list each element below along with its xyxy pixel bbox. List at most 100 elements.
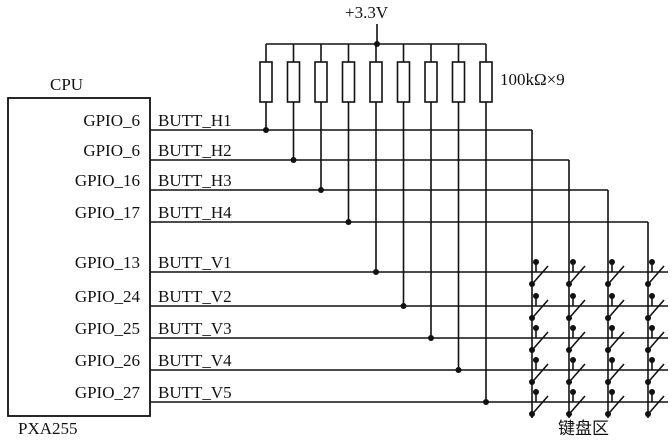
key-switch bbox=[645, 325, 665, 353]
switch-blade bbox=[533, 265, 549, 283]
resistor-array-label: 100kΩ×9 bbox=[500, 70, 565, 89]
key-switch bbox=[605, 389, 625, 417]
switch-contact bbox=[566, 281, 572, 287]
pin-label: GPIO_13 bbox=[75, 253, 140, 272]
switch-blade bbox=[570, 265, 586, 283]
switch-contact bbox=[529, 281, 535, 287]
switch-contact bbox=[566, 411, 572, 417]
cpu-title: CPU bbox=[50, 75, 83, 94]
signal-label: BUTT_H4 bbox=[158, 203, 232, 222]
supply-label: +3.3V bbox=[345, 3, 389, 22]
switch-blade bbox=[533, 363, 549, 381]
switch-blade bbox=[609, 331, 625, 349]
switch-blade bbox=[609, 363, 625, 381]
resistor-2 bbox=[286, 61, 301, 103]
switch-blade bbox=[533, 299, 549, 317]
switch-contact bbox=[605, 379, 611, 385]
switch-blade bbox=[570, 299, 586, 317]
signal-label: BUTT_V3 bbox=[158, 319, 232, 338]
switch-blade bbox=[533, 395, 549, 413]
switch-contact bbox=[566, 315, 572, 321]
pin-label: GPIO_24 bbox=[75, 287, 141, 306]
switch-blade bbox=[570, 331, 586, 349]
key-switch bbox=[605, 293, 625, 321]
switch-blade bbox=[609, 299, 625, 317]
column-junction bbox=[455, 367, 462, 373]
pin-label: GPIO_25 bbox=[75, 319, 140, 338]
signal-label: BUTT_V1 bbox=[158, 253, 232, 272]
key-switch bbox=[605, 259, 625, 287]
switch-contact bbox=[645, 281, 651, 287]
key-switch bbox=[605, 357, 625, 385]
signal-label: BUTT_H3 bbox=[158, 171, 232, 190]
key-switch bbox=[645, 293, 665, 321]
key-switch bbox=[645, 357, 665, 385]
key-switch bbox=[529, 293, 549, 321]
key-matrix bbox=[529, 259, 665, 417]
signal-label: BUTT_V5 bbox=[158, 383, 232, 402]
row-junction bbox=[290, 157, 297, 163]
switch-blade bbox=[609, 265, 625, 283]
cpu-block bbox=[7, 97, 151, 417]
column-junction bbox=[428, 335, 434, 341]
key-switch bbox=[605, 325, 625, 353]
resistor-4 bbox=[341, 61, 356, 103]
row-junction bbox=[345, 219, 352, 225]
switch-blade bbox=[649, 299, 665, 317]
keypad-area-label: 键盘区 bbox=[558, 419, 609, 438]
key-switch bbox=[529, 325, 549, 353]
supply-rail-group bbox=[266, 24, 486, 47]
switch-blade bbox=[609, 395, 625, 413]
resistor-7 bbox=[424, 61, 438, 103]
switch-contact bbox=[645, 315, 651, 321]
key-switch bbox=[529, 357, 549, 385]
pin-label: GPIO_17 bbox=[75, 203, 141, 222]
row-junction bbox=[318, 187, 324, 193]
pin-label: GPIO_26 bbox=[75, 351, 140, 370]
switch-blade bbox=[570, 363, 586, 381]
resistor-3 bbox=[314, 61, 328, 103]
switch-contact bbox=[605, 281, 611, 287]
key-switch bbox=[566, 259, 586, 287]
resistor-6 bbox=[396, 61, 411, 103]
switch-blade bbox=[649, 331, 665, 349]
resistor-5 bbox=[369, 61, 383, 103]
pin-label: GPIO_27 bbox=[75, 383, 141, 402]
switch-contact bbox=[566, 379, 572, 385]
signal-label: BUTT_V4 bbox=[158, 351, 232, 370]
switch-contact bbox=[645, 411, 651, 417]
switch-blade bbox=[649, 395, 665, 413]
resistor-array bbox=[259, 44, 493, 103]
switch-blade bbox=[649, 265, 665, 283]
signal-label: BUTT_H2 bbox=[158, 141, 232, 160]
switch-contact bbox=[605, 347, 611, 353]
key-switch bbox=[529, 259, 549, 287]
switch-contact bbox=[645, 347, 651, 353]
switch-contact bbox=[529, 347, 535, 353]
column-junction bbox=[400, 303, 407, 309]
key-switch bbox=[645, 259, 665, 287]
resistor-8 bbox=[451, 61, 466, 103]
switch-contact bbox=[605, 315, 611, 321]
pin-label: GPIO_6 bbox=[83, 111, 140, 130]
row-junction bbox=[263, 127, 269, 133]
resistor-1 bbox=[259, 61, 273, 103]
switch-blade bbox=[533, 331, 549, 349]
pin-label: GPIO_16 bbox=[75, 171, 140, 190]
key-switch bbox=[566, 293, 586, 321]
resistor-9 bbox=[479, 61, 493, 103]
signal-label: BUTT_V2 bbox=[158, 287, 232, 306]
switch-contact bbox=[566, 347, 572, 353]
switch-contact bbox=[529, 379, 535, 385]
key-switch bbox=[645, 389, 665, 417]
signal-label: BUTT_H1 bbox=[158, 111, 232, 130]
key-switch bbox=[529, 389, 549, 417]
pin-label: GPIO_6 bbox=[83, 141, 140, 160]
switch-contact bbox=[529, 315, 535, 321]
key-switch bbox=[566, 357, 586, 385]
cpu-model: PXA255 bbox=[18, 419, 78, 438]
column-junction bbox=[483, 399, 489, 405]
switch-contact bbox=[605, 411, 611, 417]
